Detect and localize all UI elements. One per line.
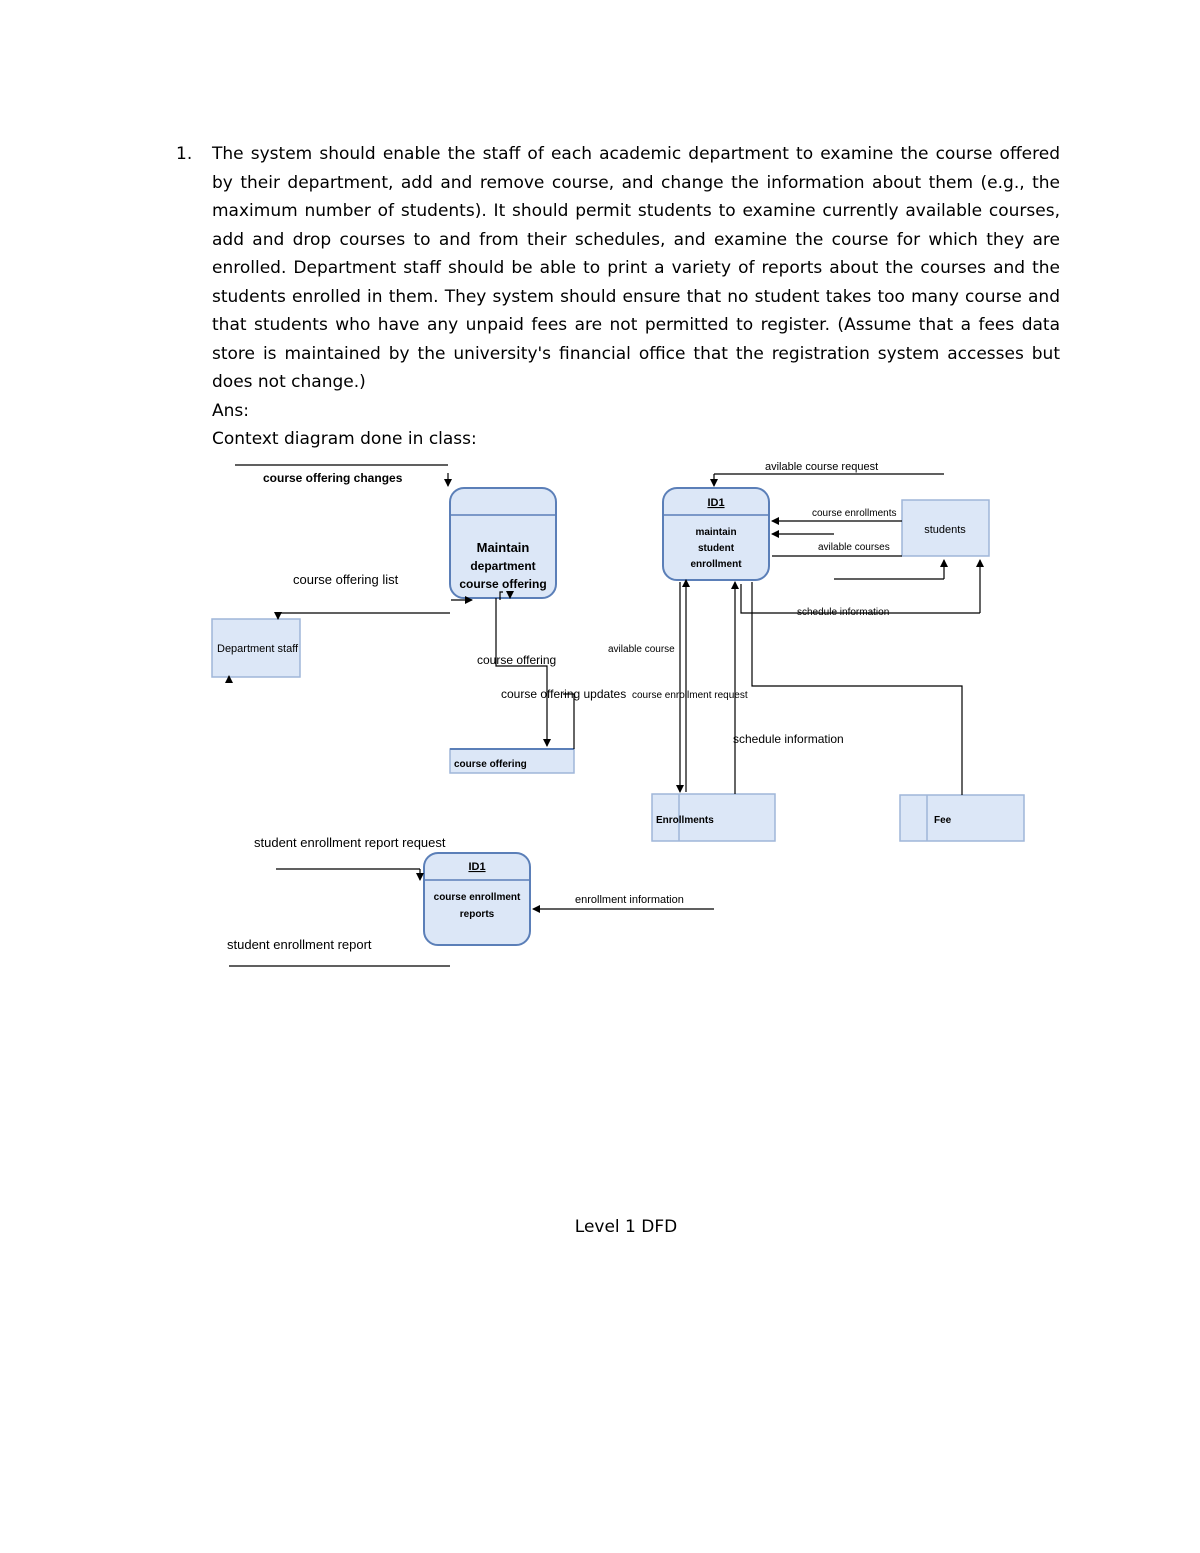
process-label-line: department [470, 559, 535, 573]
flow-label: schedule information [797, 607, 889, 618]
process-label-line: student [698, 543, 735, 554]
flow-label: course offering [477, 653, 556, 667]
answer-label: Ans: [212, 400, 249, 421]
flow-label: course enrollments [812, 508, 896, 519]
question-number: 1. [176, 144, 193, 164]
process-id: ID1 [707, 497, 724, 509]
flow-label: schedule information [733, 732, 844, 746]
flow-label: avilable courses [818, 542, 890, 553]
process-label-line: maintain [695, 527, 736, 538]
store-fee: Fee [899, 794, 1025, 842]
process-label-line: reports [460, 909, 495, 920]
flow-label: avilable course request [765, 461, 878, 473]
store-label: Enrollments [656, 815, 714, 826]
flow-label: course offering list [293, 572, 399, 587]
store-course-offering: course offering [449, 748, 575, 774]
flow-lines [225, 464, 984, 967]
store-label: course offering [454, 759, 527, 770]
process-maintain-enrollment: ID1 maintain student enrollment [662, 487, 770, 581]
flow-label: student enrollment report [227, 937, 372, 952]
process-label-line: course offering [459, 577, 546, 591]
process-label-line: Maintain [477, 540, 530, 555]
process-id: ID1 [468, 861, 485, 873]
context-diagram-label: Context diagram done in class: [212, 429, 477, 449]
question-paragraph: 1. The system should enable the staff of… [176, 140, 1060, 454]
store-label: Fee [934, 815, 952, 826]
process-enrollment-reports: ID1 course enrollment reports [423, 852, 531, 946]
entity-students: students [901, 499, 990, 557]
entity-label: students [924, 524, 966, 536]
flow-label: course offering changes [263, 471, 403, 485]
store-enrollments: Enrollments [651, 793, 776, 842]
process-maintain-offering: Maintain department course offering [449, 487, 557, 599]
flow-label: enrollment information [575, 894, 684, 906]
diagram-caption: Level 1 DFD [574, 1217, 678, 1237]
flow-label: student enrollment report request [254, 835, 446, 850]
flow-label: course offering updates [501, 687, 626, 701]
question-text: The system should enable the staff of ea… [212, 144, 1060, 392]
process-label-line: course enrollment [434, 892, 521, 903]
flow-label: course enrollment request [632, 690, 748, 701]
process-label-line: enrollment [690, 559, 742, 570]
entity-department-staff: Department staff [211, 618, 301, 678]
flow-label: avilable course [608, 644, 675, 655]
entity-label: Department staff [217, 643, 299, 655]
